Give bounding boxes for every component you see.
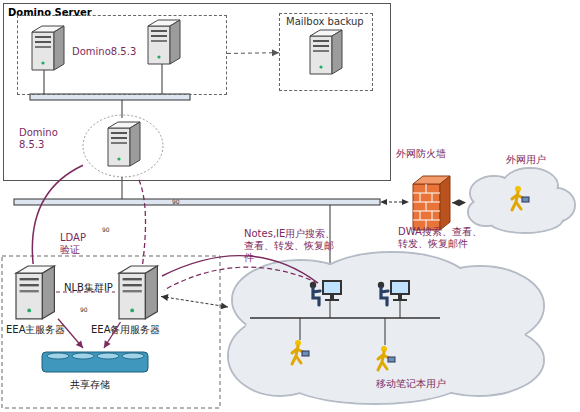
computer-icon [322,280,342,301]
server-icon [310,30,342,74]
storage-disks [47,353,144,359]
arrow-head [459,199,466,206]
server-icon [108,122,140,166]
drop-line [300,318,301,340]
dotted-ellipse [83,115,163,177]
access-curve [164,267,318,290]
cloud-node: 移动笔记本用户 [228,258,548,406]
connector [139,179,146,264]
node-text: EEA备用服务器 [91,324,160,336]
person-icon [378,282,388,305]
storage-icon [42,352,148,372]
access-curve [162,256,318,283]
cloud-node: 外网用户 [466,170,576,234]
server-node: EEA备用服务器 [117,264,161,322]
drop-line [122,100,123,118]
brick-lines [413,184,440,230]
node-text: Domino Server [8,7,92,19]
cloud-shape [468,168,575,233]
person-icon [512,186,529,210]
node-text: EEA主服务器 [6,324,65,336]
group-box [2,256,220,408]
firewall-icon [440,176,450,230]
connector [452,202,466,203]
link-number: 90 [102,226,110,233]
drop-line [44,70,45,94]
bus-number: 90 [172,198,180,205]
dashed-link [384,202,405,203]
note-text: DWA搜索、查看、转发、恢复邮件 [398,226,484,250]
lan-line [250,317,440,319]
arrow-head [380,199,387,205]
cluster-label: NLB集群IP [64,282,113,294]
server-icon [119,266,157,319]
server-icon [148,20,180,64]
cloud-fill [229,253,543,403]
group-frame: Domino ServerDomino8.5.3Domino 8.5.3 Mail… [3,3,391,181]
server-icon [32,26,64,70]
firewall-icon [413,184,440,230]
connector [58,319,83,348]
arrow-head [221,302,228,309]
note-text: Notes,IE用户搜索、查看、转发、恢复邮件 [244,228,342,264]
drop-line [385,318,386,345]
server-group: Domino8.5.3 [17,15,227,95]
drop-line [330,205,331,318]
firewall-node: 外网防火墙 [410,174,452,232]
drop-line [400,300,401,318]
person-icon [292,340,309,364]
drop-line [330,300,331,318]
node-text: 外网防火墙 [396,148,446,160]
arrow-head [104,340,111,348]
arrow-head [452,199,459,206]
node-text: Domino8.5.3 [72,46,136,58]
arrow-head [272,49,279,56]
main-bus [14,199,380,205]
person-icon [310,282,320,305]
cloud-fill [469,169,574,232]
arrow-head [402,199,409,205]
arrow-head [76,340,83,348]
connector [227,52,279,54]
drop-line [162,64,163,94]
connector [161,296,228,306]
storage-node: 共享存储 [40,348,150,376]
connector [104,322,121,348]
node-text: Domino 8.5.3 [19,127,67,151]
server-node: Domino 8.5.3 [83,113,165,179]
person-icon [378,346,395,370]
node-text: 共享存储 [70,379,110,391]
backup-box: Mailbox backup [279,13,373,91]
node-text: Mailbox backup [286,16,364,28]
link-number: 90 [80,306,88,313]
server-node: EEA主服务器 [14,264,58,322]
edge-label: LDAP 验证 [60,232,92,256]
server-icon [16,266,54,319]
arrow-head [161,294,168,301]
node-text: 移动笔记本用户 [376,378,446,390]
node-text: 外网用户 [506,154,546,166]
cloud-shape [228,252,544,404]
computer-icon [390,280,410,301]
